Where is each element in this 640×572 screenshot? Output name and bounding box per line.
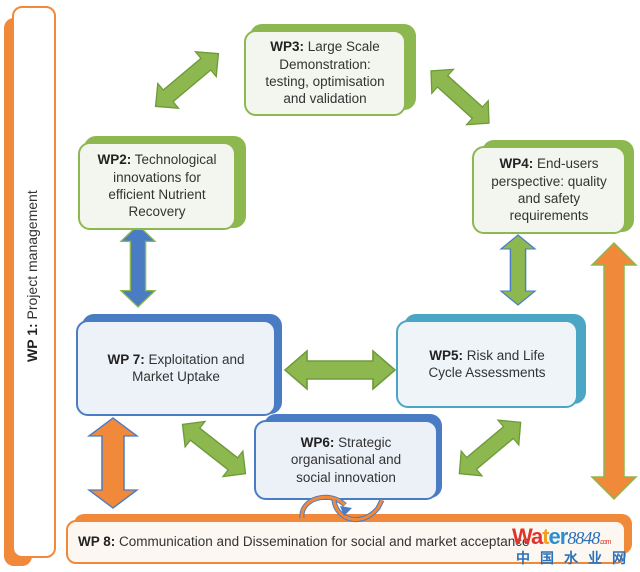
- wp4-line-4: requirements: [509, 208, 589, 224]
- wp6-line-3: social innovation: [296, 469, 396, 485]
- wp3-box: WP3: Large Scale Demonstration: testing,…: [244, 30, 406, 116]
- arrow-wp7-wp5: [283, 349, 397, 391]
- wp8-box: WP 8: Communication and Dissemination fo…: [66, 520, 626, 564]
- wp1-label: WP 1: Project management: [24, 190, 40, 362]
- wp7-box: WP 7: Exploitation and Market Uptake: [76, 320, 276, 416]
- wp2-line-1: Technological: [131, 152, 217, 168]
- arrow-wp7-wp6: [181, 420, 247, 478]
- wp2-line-3: efficient Nutrient: [108, 187, 206, 202]
- wp6-line-1: Strategic: [334, 435, 392, 451]
- watermark-chinese: 中国水业网: [516, 550, 636, 566]
- arrow-wp6-wp5: [458, 419, 522, 477]
- wp5-line-2: Cycle Assessments: [428, 365, 546, 380]
- wp8-text: Communication and Dissemination for soci…: [115, 534, 530, 550]
- wp2-box: WP2: Technological innovations for effic…: [78, 142, 236, 230]
- wp6-id: WP6:: [300, 435, 335, 451]
- wp3-line-2: Demonstration:: [279, 56, 371, 72]
- arrow-wp4-wp8: [590, 241, 638, 501]
- watermark-brand: Water8848.com: [512, 524, 612, 550]
- wp4-id: WP4:: [499, 156, 534, 172]
- watermark-suffix: .com: [599, 539, 611, 546]
- wp7-line-1: Exploitation and: [144, 351, 245, 367]
- watermark-logo: Water8848.com 中国水业网: [510, 524, 640, 572]
- arrow-wp2-wp7: [119, 224, 157, 308]
- arrow-wp7-wp8: [86, 417, 140, 509]
- wp3-line-4: and validation: [283, 91, 367, 107]
- wp4-line-2: perspective: quality: [491, 173, 607, 189]
- wp1-id: WP 1:: [24, 323, 40, 362]
- arrow-wp2-wp3: [154, 51, 220, 109]
- wp4-line-3: and safety: [517, 191, 581, 206]
- wp6-line-2: organisational and: [290, 452, 402, 468]
- watermark-brand-part1: Wa: [512, 524, 543, 549]
- wp7-id: WP 7:: [107, 351, 145, 367]
- arrow-wp3-wp4: [430, 68, 490, 126]
- wp1-text: Project management: [24, 190, 40, 324]
- wp3-line-3: testing, optimisation: [265, 74, 385, 89]
- wp2-line-4: Recovery: [128, 204, 186, 220]
- arrow-wp4-wp5: [499, 234, 537, 306]
- wp1-box: [12, 6, 56, 558]
- wp4-line-1: End-users: [533, 156, 599, 172]
- wp6-box: WP6: Strategic organisational and social…: [254, 420, 438, 500]
- wp3-id: WP3:: [270, 39, 304, 55]
- watermark-brand-part2: t: [542, 524, 549, 549]
- wp5-id: WP5:: [429, 347, 463, 363]
- wp7-line-2: Market Uptake: [132, 369, 220, 384]
- wp2-id: WP2:: [97, 152, 132, 168]
- wp8-id: WP 8:: [78, 534, 116, 550]
- wp3-line-1: Large Scale: [303, 39, 380, 55]
- wp5-line-1: Risk and Life: [462, 347, 545, 363]
- watermark-brand-part3: er: [548, 524, 569, 549]
- wp4-box: WP4: End-users perspective: quality and …: [472, 146, 626, 234]
- wp5-box: WP5: Risk and Life Cycle Assessments: [396, 320, 578, 408]
- watermark-number: 8848: [567, 528, 600, 548]
- wp2-line-2: innovations for: [113, 169, 201, 185]
